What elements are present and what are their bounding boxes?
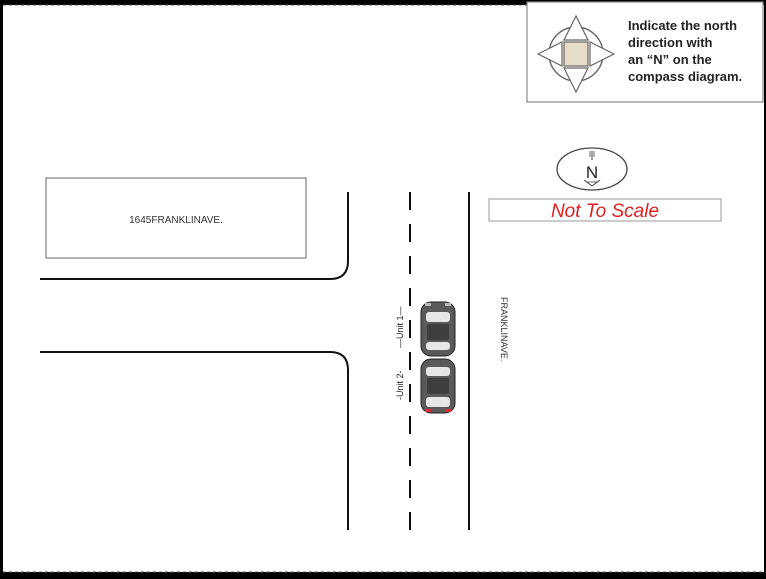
vehicle-label-unit-2: -Unit 2-	[395, 370, 405, 400]
scale-note-text: Not To Scale	[551, 201, 659, 222]
car-icon	[420, 358, 456, 414]
instruction-line-4: compass diagram.	[628, 69, 742, 84]
building: 1645FRANKLINAVE.	[45, 177, 307, 259]
scale-note-box	[488, 198, 722, 222]
building-label: 1645FRANKLINAVE.	[129, 215, 223, 226]
instruction-line-3: an “N” on the	[628, 52, 712, 67]
vehicle-unit-1: —Unit 1—	[395, 301, 456, 357]
vehicle-unit-2: -Unit 2-	[395, 358, 456, 414]
instruction-line-1: Indicate the north	[628, 18, 737, 33]
vehicle-label-unit-1: —Unit 1—	[395, 306, 405, 348]
scale-note: Not To Scale	[488, 198, 722, 222]
car-icon	[420, 301, 456, 357]
north-marker: N	[556, 147, 628, 191]
road-edges	[40, 192, 470, 530]
building-outline	[45, 177, 307, 259]
street-label: FRANKLINAVE.	[499, 297, 509, 361]
north-marker-ellipse	[556, 147, 628, 191]
compass-instruction: Indicate the north direction with an “N”…	[628, 18, 742, 84]
road-curb-top	[40, 192, 349, 280]
road-curb-bottom	[40, 351, 349, 530]
compass-box: Indicate the north direction with an “N”…	[526, 1, 764, 103]
north-label: N	[586, 163, 598, 182]
instruction-line-2: direction with	[628, 35, 713, 50]
compass-rose-icon	[536, 14, 616, 94]
north-arrow-icon	[583, 151, 601, 187]
